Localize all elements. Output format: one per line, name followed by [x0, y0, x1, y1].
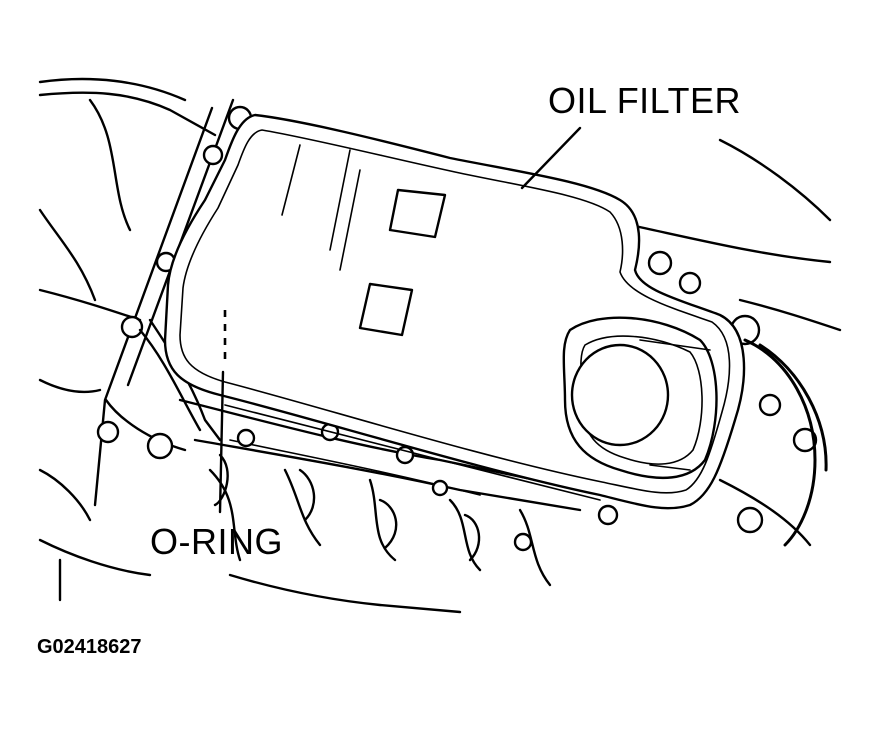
transmission-case	[38, 77, 842, 614]
o-ring-leader	[218, 310, 227, 514]
valve-body	[178, 398, 619, 587]
wire-harness	[138, 318, 828, 547]
oil-filter	[163, 113, 746, 510]
oil-filter-label: OIL FILTER	[548, 80, 742, 121]
o-ring-label: O-RING	[150, 521, 283, 562]
oil-filter-leader	[520, 126, 582, 190]
figure-id: G02418627	[37, 636, 142, 658]
